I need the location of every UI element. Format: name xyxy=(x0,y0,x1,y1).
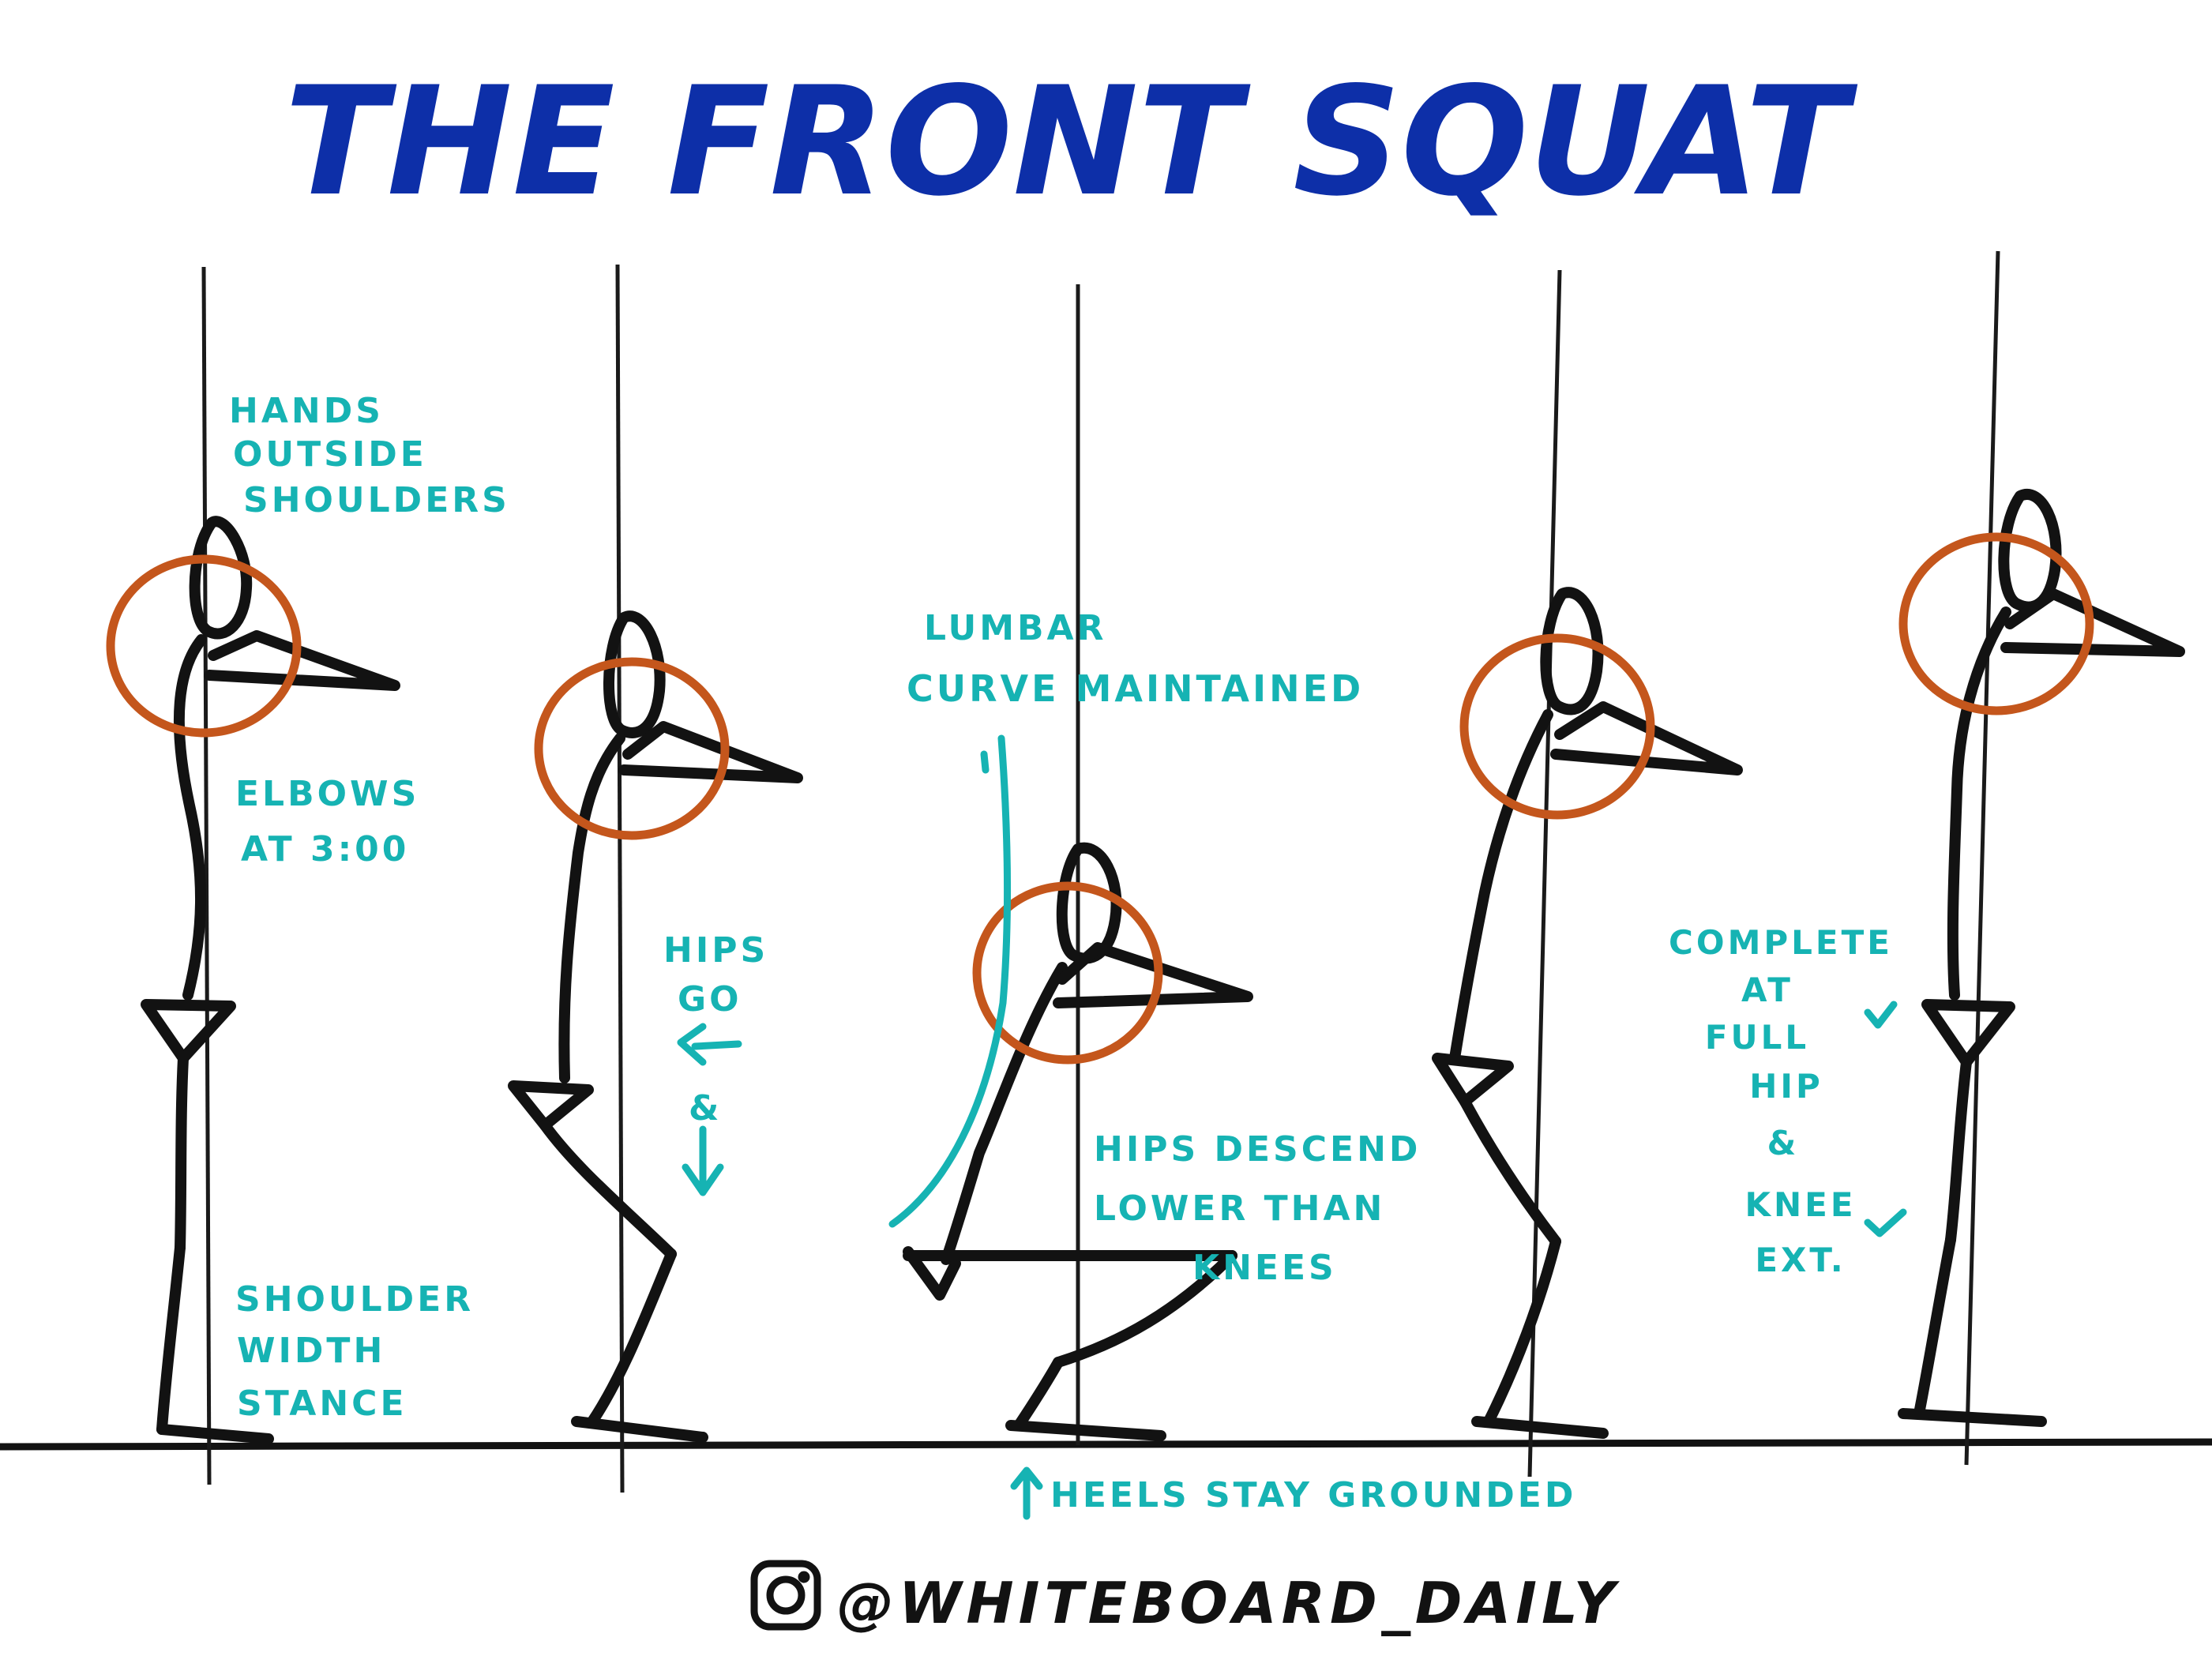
ground-line xyxy=(0,1438,2212,1451)
note-line: SHOULDER xyxy=(235,1279,474,1320)
annotation-hips-go: HIPS GO & xyxy=(663,930,768,1128)
note-line: STANCE xyxy=(237,1384,407,1424)
note-line: AT xyxy=(1741,971,1793,1009)
barbell-plate xyxy=(106,554,302,738)
figure-hips-back xyxy=(508,610,803,1443)
figure-standing xyxy=(141,516,400,1444)
barbell-plate xyxy=(1459,633,1655,820)
note-line: OUTSIDE xyxy=(233,434,427,475)
figure-bottom-squat xyxy=(903,842,1253,1441)
ampersand: & xyxy=(689,1088,722,1128)
reference-lines xyxy=(201,250,2000,1493)
note-line: COMPLETE xyxy=(1669,923,1893,962)
note-line: EXT. xyxy=(1755,1241,1846,1279)
note-line: HIPS xyxy=(663,930,768,971)
note-line: LUMBAR xyxy=(924,608,1106,648)
note-line: AT 3:00 xyxy=(241,829,409,869)
note-line: WIDTH xyxy=(237,1331,385,1371)
note-line: HEELS STAY GROUNDED xyxy=(1050,1475,1576,1515)
note-line: LOWER THAN xyxy=(1094,1188,1385,1229)
note-line: GO xyxy=(678,979,742,1020)
note-line: HIPS DESCEND xyxy=(1094,1129,1421,1170)
note-line: ELBOWS xyxy=(235,774,419,814)
note-line: KNEES xyxy=(1192,1248,1337,1288)
barbell-plate xyxy=(1898,532,2094,715)
note-line: KNEE xyxy=(1744,1185,1856,1224)
note-line: HANDS xyxy=(229,391,384,431)
note-line: HIP xyxy=(1749,1067,1823,1106)
page-title: THE FRONT SQUAT xyxy=(284,54,1858,229)
annotation-hips-descend: HIPS DESCEND LOWER THAN KNEES xyxy=(1094,1129,1421,1288)
annotation-complete: COMPLETE AT FULL HIP & KNEE EXT. xyxy=(1669,923,1893,1279)
barbell-plate xyxy=(972,881,1163,1065)
annotation-elbows: ELBOWS AT 3:00 xyxy=(235,774,419,869)
annotation-hands-outside-shoulders: HANDS OUTSIDE SHOULDERS xyxy=(229,391,510,520)
note-line: & xyxy=(1767,1124,1800,1162)
social-handle: @WHITEBOARD_DAILY xyxy=(750,1560,1621,1636)
handle-text: @WHITEBOARD_DAILY xyxy=(837,1570,1621,1636)
figure-full-extension xyxy=(1898,489,2185,1427)
instagram-icon xyxy=(750,1560,821,1631)
note-line: FULL xyxy=(1705,1018,1809,1057)
annotation-lumbar: LUMBAR CURVE MAINTAINED xyxy=(907,608,1364,710)
barbell-plate xyxy=(534,657,730,840)
figure-rising xyxy=(1432,587,1743,1439)
annotation-stance: SHOULDER WIDTH STANCE xyxy=(235,1279,474,1424)
note-line: CURVE MAINTAINED xyxy=(907,667,1364,710)
guide-marks xyxy=(677,734,1907,1520)
annotation-heels: HEELS STAY GROUNDED xyxy=(1050,1475,1576,1515)
note-line: SHOULDERS xyxy=(243,480,510,520)
